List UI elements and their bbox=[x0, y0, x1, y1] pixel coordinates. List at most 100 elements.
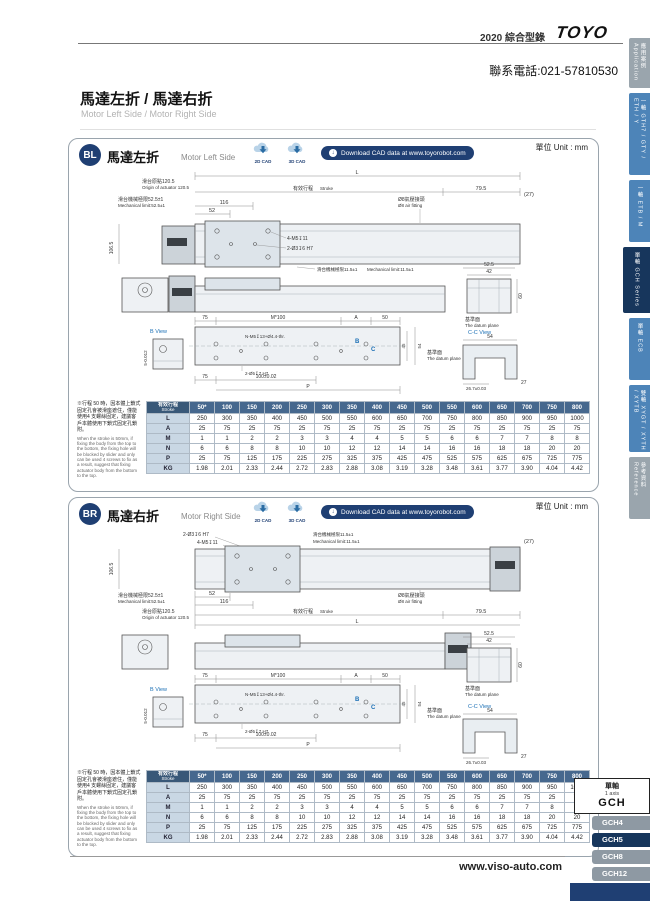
dim-100: 100±0.02 bbox=[256, 374, 277, 380]
table-cell: 3.90 bbox=[514, 463, 540, 474]
table-cell: 7 bbox=[489, 802, 515, 813]
table-cell: 425 bbox=[389, 822, 415, 833]
sidebar-item-gth-gty-eth[interactable]: 一軸 GTH7 / GTY / ETH / Y bbox=[629, 93, 650, 175]
sidebar-item-reference[interactable]: 參考資料 Reference bbox=[629, 457, 650, 519]
cloud-download-icon bbox=[253, 501, 269, 513]
b-view-label: B View bbox=[150, 329, 167, 335]
stroke-column-header: 650 bbox=[489, 770, 515, 783]
dim-45: 45 bbox=[401, 343, 406, 349]
bl-cc-section: C-C View 54 26.7±0.03 27 bbox=[462, 330, 527, 391]
dowel-holes-label: 2-Ø3↧6 H7 bbox=[183, 532, 209, 538]
2d-cad-label: 2D CAD bbox=[254, 159, 272, 164]
table-cell: 175 bbox=[264, 822, 290, 833]
stroke-note-zh: ※行程 50 時，因本體上鎖式固定孔會被滑座遮住，僅能使用4 支螺絲固定，建議客… bbox=[77, 770, 141, 802]
dim-52-5: 52.5 bbox=[484, 631, 494, 637]
table-cell: 850 bbox=[489, 413, 515, 424]
table-cell: 2 bbox=[264, 802, 290, 813]
table-cell: 2.44 bbox=[264, 463, 290, 474]
table-cell: 75 bbox=[514, 423, 540, 434]
footer-url[interactable]: www.viso-auto.com bbox=[459, 861, 562, 873]
download-cad-button[interactable]: ↓ Download CAD data at www.toyorobot.com bbox=[321, 146, 474, 160]
sidebar-item-xygt-xyth-xytb[interactable]: 雙軸 XYGT / XYTH / XYTB bbox=[629, 385, 650, 452]
br-technical-drawing: 2-Ø3↧6 H7 4-M5↧11 滑台機械極限11.5±1 Mechanica… bbox=[109, 531, 534, 765]
unit-label: 單位 Unit : mm bbox=[535, 143, 588, 152]
table-cell: 475 bbox=[414, 822, 440, 833]
sidebar-item-ecb[interactable]: 單軸 ECB bbox=[629, 318, 650, 380]
series-tab-gch5[interactable]: GCH5 bbox=[592, 833, 650, 847]
row-label: A bbox=[146, 423, 190, 434]
table-cell: 25 bbox=[189, 453, 215, 464]
table-cell: 25 bbox=[239, 792, 265, 803]
table-cell: 75 bbox=[364, 792, 390, 803]
table-cell: 75 bbox=[464, 792, 490, 803]
table-cell: 600 bbox=[364, 413, 390, 424]
3d-cad-icon[interactable]: 3D CAD bbox=[285, 500, 309, 523]
table-cell: 3.48 bbox=[439, 832, 465, 843]
bl-panel-title-en: Motor Left Side bbox=[181, 153, 236, 162]
table-cell: 550 bbox=[339, 782, 365, 793]
table-cell: 3.90 bbox=[514, 832, 540, 843]
tap-holes-label: 4-M5↧11 bbox=[197, 540, 218, 546]
series-tab-gch12[interactable]: GCH12 bbox=[592, 867, 650, 881]
table-cell: 18 bbox=[489, 443, 515, 454]
table-cell: 2.83 bbox=[314, 463, 340, 474]
table-cell: 25 bbox=[539, 792, 565, 803]
section-mark-b: B bbox=[355, 339, 360, 345]
mech-limit-11-zh: 滑台機械極限11.5±1 bbox=[317, 266, 358, 273]
stroke-column-header: 450 bbox=[389, 401, 415, 414]
2d-cad-icon[interactable]: 2D CAD bbox=[251, 500, 275, 523]
table-cell: 400 bbox=[264, 413, 290, 424]
stroke-column-header: 600 bbox=[464, 401, 490, 414]
dim-79-5: 79.5 bbox=[476, 609, 487, 615]
table-cell: 350 bbox=[239, 782, 265, 793]
stroke-column-header: 50* bbox=[189, 770, 215, 783]
stroke-column-header: 150 bbox=[239, 770, 265, 783]
dowel-holes-label: 2-Ø3↧6 H7 bbox=[287, 246, 313, 252]
table-cell: 7 bbox=[514, 433, 540, 444]
br-bview-detail: B View 5-0.012 bbox=[143, 687, 184, 728]
table-cell: 25 bbox=[189, 792, 215, 803]
table-cell: 775 bbox=[564, 822, 590, 833]
table-cell: 575 bbox=[464, 453, 490, 464]
datum-plane-zh: 基準面 bbox=[427, 707, 442, 714]
bl-bottom-view: 75 M*100 A 50 N-M5↧13+Ø4.4-thr. B C 45 5… bbox=[189, 315, 461, 394]
series-tab-gch4[interactable]: GCH4 bbox=[592, 816, 650, 830]
table-cell: 350 bbox=[239, 413, 265, 424]
sidebar-item-etb-m[interactable]: 一軸 ETB / M bbox=[629, 180, 650, 242]
table-cell: 750 bbox=[439, 413, 465, 424]
sidebar-item-application[interactable]: 應用案例 Application bbox=[629, 38, 650, 88]
2d-cad-icon[interactable]: 2D CAD bbox=[251, 141, 275, 164]
dim-A: A bbox=[354, 673, 358, 679]
stroke-column-header: 50* bbox=[189, 401, 215, 414]
table-cell: 600 bbox=[364, 782, 390, 793]
table-cell: 12 bbox=[364, 812, 390, 823]
table-cell: 175 bbox=[264, 453, 290, 464]
catalog-edition-label: 2020 綜合型錄 bbox=[479, 33, 545, 44]
table-cell: 25 bbox=[389, 423, 415, 434]
bl-bview-detail: B View 5-0.012 bbox=[143, 329, 184, 370]
origin-label-en: Origin of actuator 120.5 bbox=[142, 615, 190, 620]
download-cad-button[interactable]: ↓ Download CAD data at www.toyorobot.com bbox=[321, 505, 474, 519]
table-cell: 8 bbox=[264, 443, 290, 454]
cc-view-label: C-C View bbox=[468, 330, 491, 336]
series-tab-gch8[interactable]: GCH8 bbox=[592, 850, 650, 864]
pin-tolerance-label: 5-0.012 bbox=[143, 708, 148, 724]
stroke-column-header: 250 bbox=[289, 770, 315, 783]
3d-cad-icon[interactable]: 3D CAD bbox=[285, 141, 309, 164]
table-cell: 75 bbox=[314, 423, 340, 434]
table-cell: 25 bbox=[189, 423, 215, 434]
tap-holes-label: 4-M5↧11 bbox=[287, 236, 308, 242]
dim-45: 45 bbox=[401, 701, 406, 707]
dim-m100: M*100 bbox=[271, 673, 286, 679]
dim-27: 27 bbox=[521, 754, 527, 760]
table-cell: 900 bbox=[514, 782, 540, 793]
sidebar-item-gch-series[interactable]: 單軸 GCH Series bbox=[623, 247, 650, 313]
table-cell: 6 bbox=[439, 802, 465, 813]
sidebar-item-label: 單軸 GCH Series bbox=[633, 252, 640, 307]
footer-divider bbox=[70, 856, 565, 857]
table-cell: 1.98 bbox=[189, 463, 215, 474]
series-group-en: 1 axis bbox=[604, 791, 620, 797]
br-panel-title: 馬達右折 bbox=[107, 509, 160, 524]
